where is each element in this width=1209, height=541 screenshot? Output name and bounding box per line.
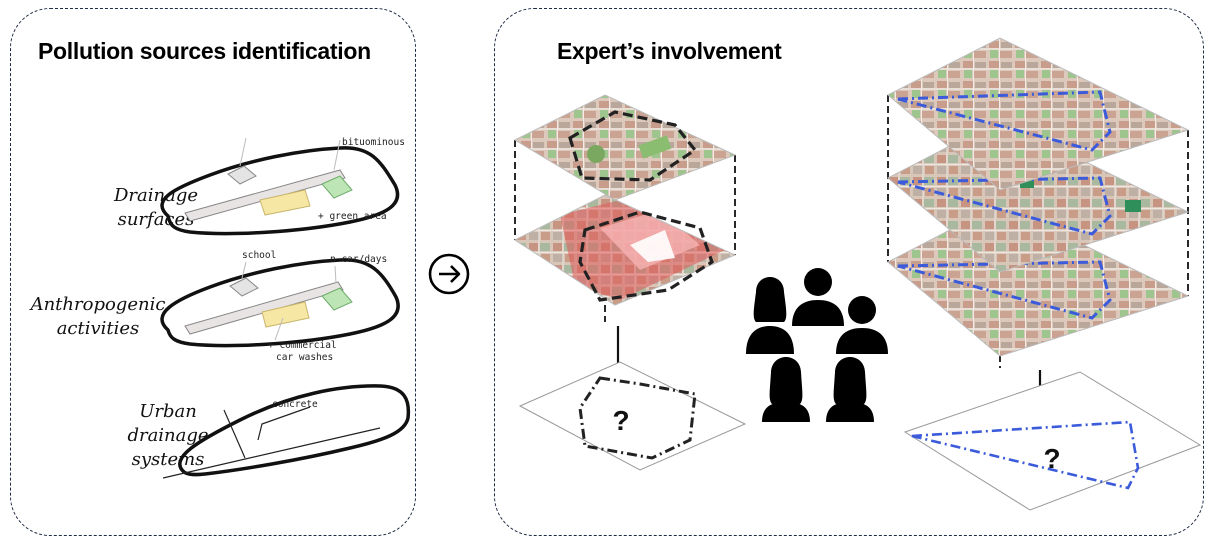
blob-outline (160, 146, 400, 236)
map-layer-stack-catchment: ? (887, 37, 1202, 511)
person-icon (762, 357, 810, 422)
row-label-line: surfaces (117, 209, 195, 230)
catchment-boundary (578, 210, 714, 302)
green-area-patch (321, 175, 353, 199)
drainage-main-pipe (162, 427, 381, 479)
person-icon (836, 296, 888, 354)
catchment-sketch-urban-drainage: concrete (162, 384, 411, 479)
annotation-bituominous: bituominous (342, 137, 405, 148)
drainage-branch (257, 406, 311, 441)
right-panel-title: Expert’s involvement (557, 38, 782, 64)
green-patch (321, 287, 353, 311)
row-label-line: drainage (127, 425, 209, 446)
annotation-concrete: concrete (272, 399, 318, 410)
leader-line (333, 139, 341, 171)
annotation-green-area: + green area (318, 211, 387, 222)
row-label-line: Urban (139, 401, 197, 422)
result-plane (518, 361, 747, 471)
surface-patch (227, 165, 257, 185)
park (587, 145, 605, 163)
catchment-boundary (568, 110, 698, 182)
catchment-boundary (897, 90, 1112, 152)
circled-right-arrow-icon (428, 253, 470, 295)
layer-frame (887, 37, 1190, 191)
car-wash-patch (261, 301, 310, 328)
row-label-anthropogenic-activities: Anthropogenic activities (18, 293, 178, 341)
person-icon (746, 277, 794, 354)
leader-line (239, 137, 247, 167)
leader-line (334, 265, 337, 284)
result-plane (903, 371, 1202, 511)
leader-line (274, 317, 284, 341)
right-panel (494, 8, 1204, 536)
yellow-patch (259, 189, 311, 216)
school-patch (229, 277, 259, 297)
row-label-line: activities (56, 318, 140, 339)
row-label-line: Anthropogenic (30, 294, 166, 315)
satellite-map (515, 95, 735, 200)
person-icon (826, 357, 874, 422)
bitumen-road (184, 169, 346, 222)
annotation-car-washes: car washes (276, 352, 333, 363)
green-area (638, 135, 672, 159)
annotation-school: school (242, 250, 276, 261)
catchment-sketch-anthropogenic: school n car/days + commercial car washe… (160, 250, 400, 363)
pollution-zone (630, 230, 675, 262)
result-boundary (911, 420, 1140, 490)
people-group-icon (746, 268, 888, 422)
road-strip (184, 281, 344, 335)
blob-outline (178, 384, 411, 477)
result-boundary (578, 376, 697, 460)
left-panel-title: Pollution sources identification (38, 38, 371, 64)
annotation-commercial: + commercial (268, 340, 337, 351)
map-layer-stack-polygon: ? (513, 94, 747, 471)
unknown-mark: ? (612, 405, 629, 436)
green-area (1020, 178, 1034, 188)
layer-frame (513, 94, 737, 201)
person-icon (792, 268, 844, 326)
green-area (1125, 200, 1141, 212)
drainage-branch (223, 409, 246, 459)
leader-line (241, 261, 247, 279)
blob-outline (160, 258, 400, 348)
catchment-sketch-drainage-surfaces: bituominous + green area (160, 137, 405, 236)
layer-frame (513, 194, 737, 306)
left-panel (10, 8, 416, 536)
catchment-boundary (897, 260, 1112, 320)
unknown-mark: ? (1043, 443, 1060, 474)
annotation-n-car-days: n car/days (330, 254, 387, 265)
